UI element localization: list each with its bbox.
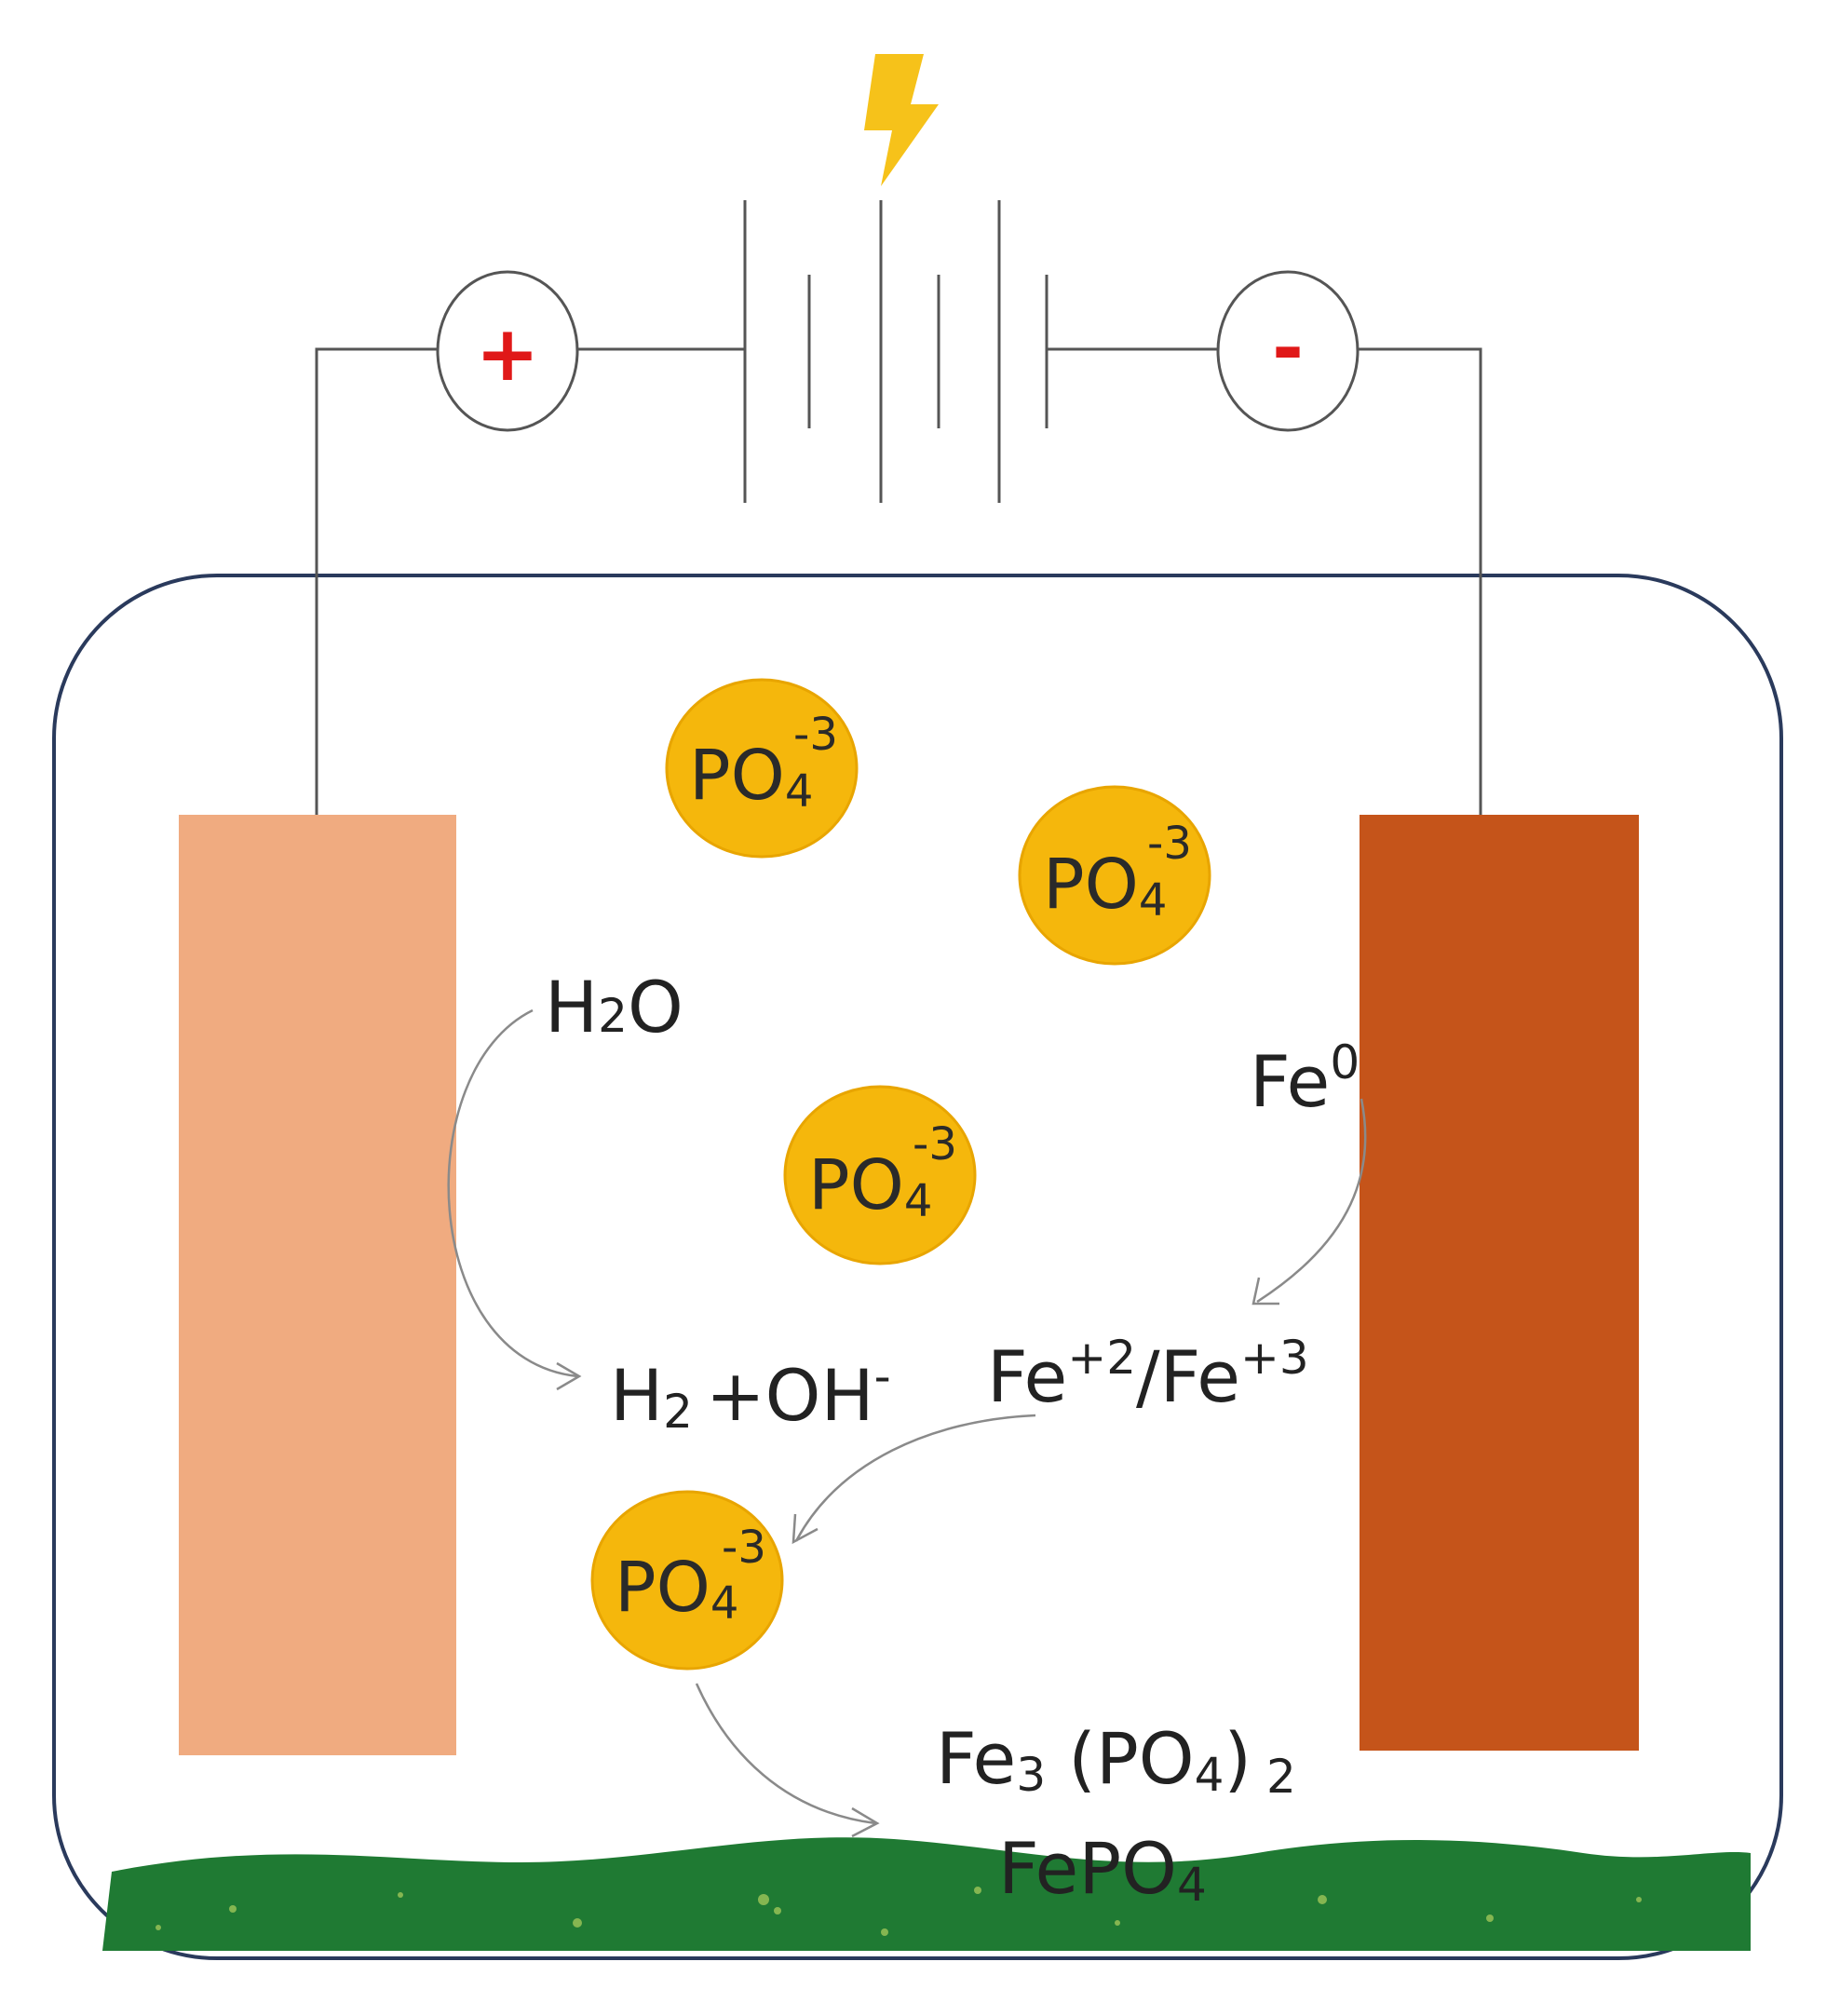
iron-label: Fe0 — [1250, 1035, 1360, 1123]
svg-text:PO4: PO4 — [615, 1548, 738, 1630]
ion-subscript: 4 — [1139, 874, 1168, 927]
arrow-ions-to-phosphate — [794, 1414, 1036, 1542]
phosphate-ion: PO4 -3 — [665, 678, 859, 859]
ion-charge: -3 — [793, 709, 838, 761]
arrowhead — [791, 1513, 819, 1545]
ferrous-phosphate-label: Fe3 (PO4) 2 — [936, 1717, 1296, 1804]
negative-sign: - — [1272, 304, 1304, 393]
ion-charge: -3 — [722, 1522, 766, 1574]
arrow-water-to-products — [447, 1008, 578, 1378]
hydrogen-hydroxide-label: H2+OH- — [610, 1349, 891, 1439]
battery — [743, 200, 1049, 503]
sludge-layer — [102, 1837, 1751, 1951]
arrowhead — [851, 1806, 880, 1838]
wire-cathode — [1358, 347, 1482, 815]
iron-ions-label: Fe+2/Fe+3 — [987, 1331, 1309, 1418]
reaction-arrows — [447, 1008, 1367, 1838]
ion-charge: -3 — [1147, 818, 1192, 870]
ion-base: PO — [1043, 845, 1139, 925]
ion-base: PO — [689, 736, 785, 816]
lightning-bolt-icon — [864, 54, 939, 186]
sludge-texture — [156, 1887, 1642, 1936]
phosphate-ion: PO4 -3 — [1018, 785, 1211, 966]
water-label: H2O — [545, 966, 683, 1049]
negative-terminal: - — [1216, 270, 1360, 432]
cathode-electrode — [1360, 815, 1639, 1751]
arrow-iron-to-ions — [1256, 1098, 1367, 1304]
ferric-phosphate-label: FePO4 — [998, 1827, 1207, 1912]
svg-text:PO4: PO4 — [1043, 845, 1167, 927]
phosphate-ion: PO4 -3 — [590, 1490, 784, 1671]
svg-text:PO4: PO4 — [689, 736, 813, 818]
ion-base: PO — [808, 1145, 904, 1225]
positive-sign: + — [476, 310, 540, 399]
arrow-phosphate-to-precipitate — [695, 1683, 876, 1825]
ion-base: PO — [615, 1548, 710, 1628]
ion-charge: -3 — [913, 1118, 957, 1170]
anode-electrode — [179, 815, 456, 1755]
ion-subscript: 4 — [710, 1577, 739, 1630]
wire-anode — [315, 347, 438, 815]
ion-subscript: 4 — [904, 1175, 933, 1227]
arrowhead — [1251, 1277, 1279, 1306]
positive-terminal: + — [436, 270, 579, 432]
reactor-tank — [52, 574, 1783, 1960]
phosphate-ion: PO4 -3 — [783, 1085, 977, 1265]
ion-subscript: 4 — [785, 765, 814, 818]
arrowhead — [556, 1361, 582, 1391]
svg-text:PO4: PO4 — [808, 1145, 932, 1227]
